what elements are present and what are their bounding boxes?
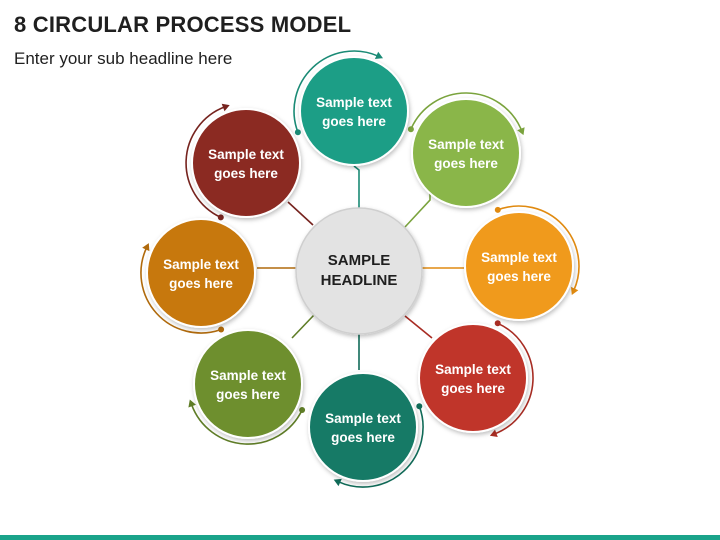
flow-arc-dot-right: [494, 206, 501, 213]
process-node-text-line2: goes here: [169, 276, 233, 291]
flow-arcs: [140, 50, 580, 488]
process-node-text-line1: Sample text: [210, 368, 286, 383]
flow-arrowhead-left: [142, 243, 150, 252]
flow-arc-bottom: [337, 405, 424, 488]
flow-arrowhead-right: [571, 286, 579, 295]
center-circle: [295, 207, 423, 335]
center-hub: SAMPLE HEADLINE: [295, 207, 423, 335]
connector-top-right: [404, 192, 431, 228]
flow-arrowhead-top-right: [517, 127, 525, 136]
process-node-bottom-left: Sample text goes here: [193, 329, 303, 439]
flow-arc-left: [140, 247, 222, 334]
process-node-text-line1: Sample text: [163, 257, 239, 272]
process-node-text-line1: Sample text: [316, 95, 392, 110]
flow-arrowhead-bottom-left: [188, 399, 196, 408]
process-node-circle: [193, 329, 303, 439]
process-node-text-line2: goes here: [214, 166, 278, 181]
process-node-text-line2: goes here: [322, 114, 386, 129]
process-node-text-line2: goes here: [441, 381, 505, 396]
process-node-text-line2: goes here: [331, 430, 395, 445]
flow-arc-dot-bottom: [416, 403, 423, 410]
flow-arc-dot-bottom-left: [299, 407, 306, 413]
flow-arc-dot-bottom-right: [494, 320, 501, 327]
connector-lines: [257, 165, 464, 370]
flow-arrowhead-bottom-right: [489, 429, 498, 437]
process-node-text-line1: Sample text: [481, 250, 557, 265]
process-node-top-right: Sample text goes here: [411, 98, 521, 208]
flow-arc-top-right: [410, 92, 523, 131]
flow-arc-bottom-left: [190, 404, 303, 445]
process-node-circle: [146, 218, 256, 328]
center-headline-line1: SAMPLE: [328, 252, 391, 269]
process-node-text-line1: Sample text: [428, 137, 504, 152]
page-title: 8 CIRCULAR PROCESS MODEL: [14, 12, 352, 37]
connector-top-left: [287, 201, 314, 226]
process-node-bottom-right: Sample text goes here: [418, 323, 528, 433]
process-node-top-left: Sample text goes here: [191, 108, 301, 218]
process-node-top: Sample text goes here: [299, 56, 409, 166]
process-node-text-line2: goes here: [216, 387, 280, 402]
process-node-circle: [418, 323, 528, 433]
connector-top: [353, 165, 360, 208]
flow-arc-dot-top: [294, 129, 301, 136]
process-node-circle: [299, 56, 409, 166]
flow-arrowhead-top-left: [221, 103, 230, 112]
flow-arc-bottom-right: [494, 322, 534, 435]
page-subtitle: Enter your sub headline here: [14, 49, 233, 68]
process-node-circle: [191, 108, 301, 218]
process-node-right: Sample text goes here: [464, 211, 574, 321]
flow-arc-dot-top-right: [407, 126, 414, 133]
flow-arc-right: [497, 205, 580, 291]
center-headline-line2: HEADLINE: [321, 272, 398, 289]
connector-bottom-right: [404, 315, 433, 339]
process-node-left: Sample text goes here: [146, 218, 256, 328]
flow-arc-top-left: [185, 106, 226, 219]
process-node-text-line1: Sample text: [435, 362, 511, 377]
flow-arrowhead-bottom: [333, 478, 342, 487]
flow-arrowhead-top: [374, 51, 383, 59]
bottom-accent-bar: [0, 535, 720, 540]
flow-arc-top: [293, 50, 379, 133]
process-node-text-line1: Sample text: [325, 411, 401, 426]
flow-arc-dot-left: [218, 326, 225, 333]
flow-arc-dot-top-left: [217, 214, 224, 221]
process-node-circle: [464, 211, 574, 321]
connector-bottom-left: [291, 314, 315, 339]
process-node-circle: [411, 98, 521, 208]
process-node-text-line2: goes here: [487, 269, 551, 284]
process-node-bottom: Sample text goes here: [308, 372, 418, 482]
process-node-text-line2: goes here: [434, 156, 498, 171]
process-node-text-line1: Sample text: [208, 147, 284, 162]
process-node-circle: [308, 372, 418, 482]
